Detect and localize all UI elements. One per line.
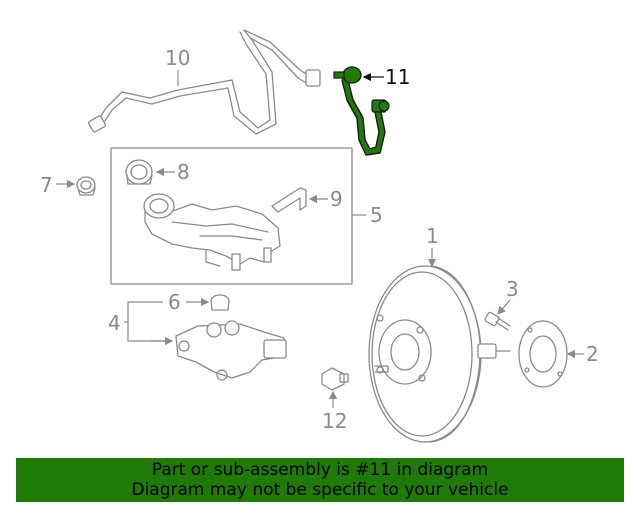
gasket-2[interactable] — [518, 320, 568, 388]
callout-10: 10 — [165, 46, 190, 70]
bolt-3[interactable] — [484, 311, 511, 331]
reservoir-cap-8[interactable] — [125, 159, 153, 185]
bracket-9[interactable] — [271, 187, 307, 213]
callout-3: 3 — [506, 277, 519, 301]
master-cylinder-4[interactable] — [175, 320, 287, 381]
callout-4: 4 — [108, 311, 121, 335]
brake-booster-1[interactable] — [368, 265, 511, 443]
callout-11: 11 — [385, 65, 410, 89]
callout-7: 7 — [40, 173, 53, 197]
callout-5: 5 — [370, 203, 383, 227]
callout-9: 9 — [330, 187, 343, 211]
banner-line-1: Part or sub-assembly is #11 in diagram — [151, 460, 489, 480]
brake-line-10[interactable] — [88, 29, 321, 135]
valve-12[interactable] — [321, 367, 349, 391]
banner-line-2: Diagram may not be specific to your vehi… — [131, 480, 509, 500]
brake-hose-11[interactable] — [333, 66, 390, 156]
fluid-reservoir[interactable] — [143, 193, 281, 271]
info-banner: Part or sub-assembly is #11 in diagram D… — [16, 458, 624, 502]
reservoir-assembly-box — [110, 147, 353, 285]
plug-6[interactable] — [210, 294, 230, 311]
callout-2: 2 — [586, 342, 599, 366]
callout-8: 8 — [177, 160, 190, 184]
callout-1: 1 — [426, 224, 439, 248]
grommet-7[interactable] — [76, 176, 96, 196]
callout-6: 6 — [168, 290, 181, 314]
callout-12: 12 — [322, 409, 347, 433]
